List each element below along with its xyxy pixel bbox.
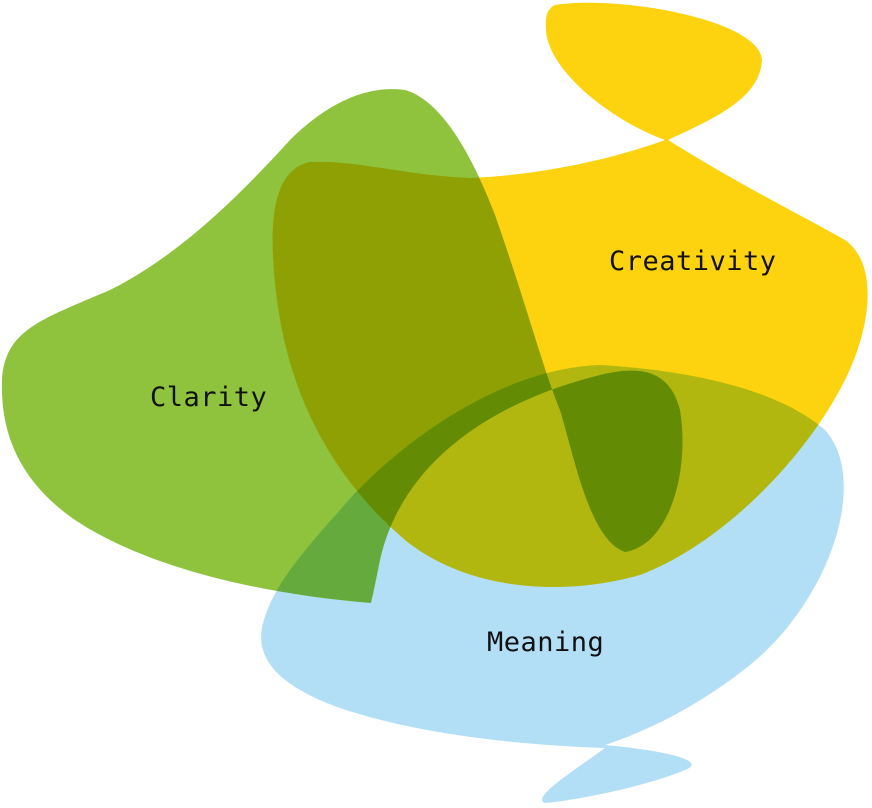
creativity-label: Creativity — [609, 246, 777, 277]
creativity-blob — [272, 2, 868, 588]
meaning-label: Meaning — [487, 627, 605, 658]
clarity-label: Clarity — [150, 382, 268, 413]
